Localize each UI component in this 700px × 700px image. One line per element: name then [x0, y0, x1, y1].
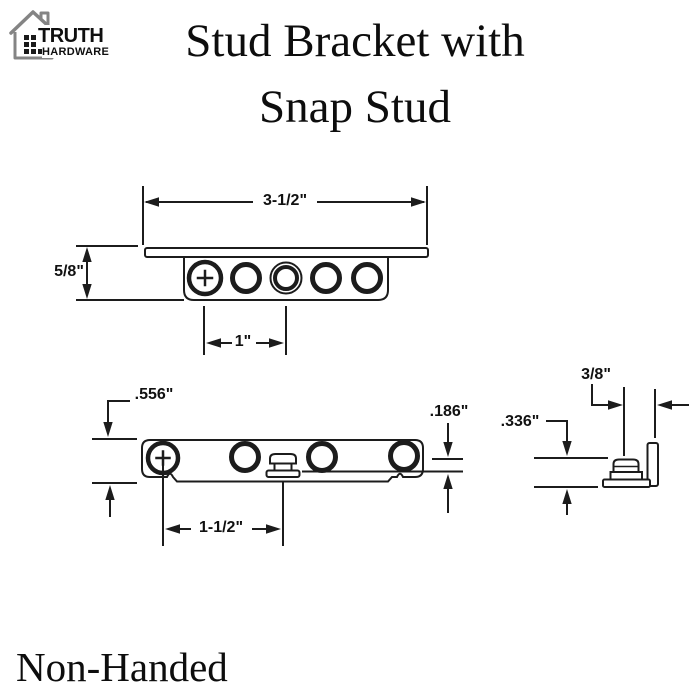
arrowhead-right [411, 197, 426, 207]
snap-stud-cap [269, 453, 297, 465]
arrowhead-left [657, 400, 672, 410]
bracket-base-plate [602, 478, 651, 488]
page-title-line1: Stud Bracket with [185, 15, 525, 67]
screw-hole-3 [306, 441, 338, 473]
page-title: Stud Bracket with Snap Stud [118, 8, 592, 140]
end-view [534, 384, 689, 515]
arrowhead-up [82, 247, 92, 262]
arrowhead-down [82, 284, 92, 299]
dim-label-flange-thickness: .186" [429, 403, 469, 420]
snap-stud-neck [273, 462, 293, 472]
dim-label-stud-spacing: 1-1/2" [198, 519, 244, 536]
arrowhead-up [562, 489, 572, 504]
arrowhead-left [165, 524, 180, 534]
arrowhead-down [443, 442, 453, 457]
side-view [92, 400, 463, 546]
page-title-line2: Snap Stud [259, 81, 451, 133]
screw-hole-5 [351, 262, 383, 294]
arrowhead-left [144, 197, 159, 207]
dim-label-stud-height: .336" [500, 413, 540, 430]
top-view [76, 186, 429, 355]
logo-brand-text: TRUTH [37, 25, 105, 48]
dim-label-height: 5/8" [54, 263, 84, 280]
arrowhead-right [266, 524, 281, 534]
dim-label-hole-spacing: 1" [234, 333, 252, 350]
truth-hardware-logo: TRUTH HARDWARE [8, 6, 120, 66]
arrowhead-up [105, 485, 115, 500]
screw-hole-2 [229, 441, 261, 473]
arrowhead-left [206, 338, 221, 348]
snap-stud-base [609, 471, 643, 481]
screw-hole-phillips [186, 259, 224, 297]
dim-label-stud-offset: 3/8" [581, 366, 611, 383]
arrowhead-up [443, 474, 453, 489]
snap-stud-hole-inner [273, 265, 299, 291]
house-chimney [39, 11, 50, 26]
handing-label: Non-Handed [16, 644, 228, 690]
dim-label-side-height: .556" [134, 386, 174, 403]
arrowhead-down [103, 422, 113, 437]
dim-label-overall-width: 3-1/2" [262, 192, 308, 209]
arrowhead-right [269, 338, 284, 348]
arrowhead-right [608, 400, 623, 410]
screw-hole-2 [230, 262, 262, 294]
screw-hole-4 [310, 262, 342, 294]
snap-stud-hole-outer [269, 261, 303, 295]
arrowhead-down [562, 441, 572, 456]
screw-hole-4 [388, 440, 420, 472]
bracket-flange-plate [144, 247, 429, 258]
bracket-upright-leg [646, 442, 659, 487]
logo-sub-text: HARDWARE [42, 46, 110, 58]
